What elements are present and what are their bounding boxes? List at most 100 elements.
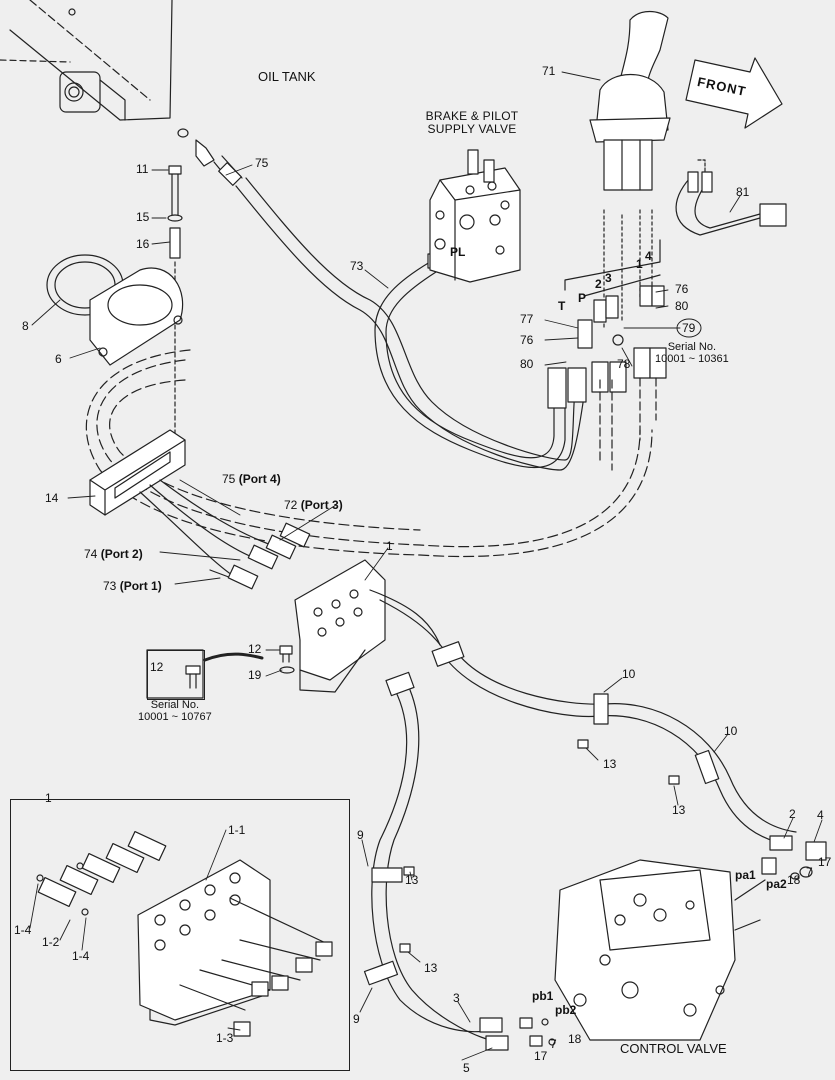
callout-73: 73 — [350, 259, 364, 273]
front-arrow — [685, 57, 783, 129]
callout-8: 8 — [22, 319, 29, 333]
control-valve-title: CONTROL VALVE — [620, 1041, 727, 1056]
hose-75-upper — [195, 139, 586, 471]
callout-18-bottom: 18 — [568, 1032, 582, 1046]
seal-and-plate — [46, 254, 184, 366]
callout-12-inset: 12 — [150, 660, 164, 674]
callout-1: 1 — [386, 539, 393, 553]
callout-inset-1: 1 — [45, 791, 52, 805]
serial-b-line2: 10001 ~ 10767 — [138, 711, 212, 723]
hose-73-upper — [374, 253, 566, 469]
hose-72-num: 72 — [284, 498, 298, 512]
serial-b-line1: Serial No. — [150, 699, 199, 711]
control-valve-drawing — [554, 857, 777, 1041]
harness-81 — [675, 159, 787, 236]
bolt-12-19 — [279, 645, 295, 674]
callout-13-d: 13 — [424, 961, 438, 975]
serial-a-line1: Serial No. — [667, 341, 716, 353]
callout-9-b: 9 — [353, 1012, 360, 1026]
callout-6: 6 — [55, 352, 62, 366]
hose-73-num: 73 — [103, 579, 117, 593]
hose-left-run — [363, 671, 509, 1051]
port-pa1-label: pa1 — [735, 868, 756, 882]
hose-right-run — [431, 641, 827, 861]
serial-a-line2: 10001 ~ 10361 — [655, 353, 729, 365]
callout-15: 15 — [136, 210, 150, 224]
brake-valve-title-line2: SUPPLY VALVE — [427, 122, 517, 136]
hose-73-label: 73 (Port 1) — [103, 580, 162, 593]
callout-7-right: 7 — [806, 865, 813, 879]
port-2-label: 2 — [595, 277, 602, 291]
callout-81: 81 — [736, 185, 750, 199]
hose-73-port: (Port 1) — [119, 579, 162, 593]
callout-5: 5 — [463, 1061, 470, 1075]
inset-bracket-drawing — [36, 830, 333, 1037]
joystick-fittings — [547, 209, 667, 471]
brake-pilot-valve-drawing — [429, 149, 521, 283]
callout-11: 11 — [136, 162, 149, 176]
oil-tank-drawing — [0, 0, 189, 138]
callout-10-b: 10 — [724, 724, 738, 738]
callout-10-a: 10 — [622, 667, 636, 681]
port-1-label: 1 — [636, 257, 643, 271]
callout-16: 16 — [136, 237, 150, 251]
callout-76-right: 76 — [675, 282, 689, 296]
hose-74-label: 74 (Port 2) — [84, 548, 143, 561]
control-valve-fittings — [519, 866, 813, 1047]
callout-4: 4 — [817, 808, 824, 822]
port-pb2-label: pb2 — [555, 1003, 577, 1017]
port-pb1-label: pb1 — [532, 989, 554, 1003]
callout-17-right: 17 — [818, 855, 832, 869]
callout-80-right: 80 — [675, 299, 689, 313]
callout-13-a: 13 — [603, 757, 617, 771]
brake-valve-title-line1: BRAKE & PILOT — [425, 109, 519, 123]
callout-7-bottom: 7 — [550, 1037, 557, 1051]
hose-75-num: 75 — [222, 472, 236, 486]
callout-76-left: 76 — [520, 333, 534, 347]
callout-13-b: 13 — [672, 803, 686, 817]
serial-inset-frame — [147, 650, 205, 700]
callout-12: 12 — [248, 642, 262, 656]
callout-inset-1-3: 1-3 — [216, 1031, 234, 1045]
joystick-drawing — [589, 10, 671, 191]
callout-14: 14 — [45, 491, 59, 505]
brake-pilot-valve-title: BRAKE & PILOT SUPPLY VALVE — [412, 110, 532, 136]
port-pl-label: PL — [450, 245, 466, 259]
port-4-label: 4 — [645, 249, 652, 263]
callout-75: 75 — [255, 156, 269, 170]
port-p-label: P — [578, 291, 587, 305]
callout-inset-1-1: 1-1 — [228, 823, 246, 837]
serial-note-b: Serial No. 10001 ~ 10767 — [138, 699, 212, 723]
bracket-1-drawing — [294, 559, 451, 693]
callout-inset-1-4-a: 1-4 — [14, 923, 32, 937]
callout-2: 2 — [789, 807, 796, 821]
callout-80-left: 80 — [520, 357, 534, 371]
callout-19: 19 — [248, 668, 262, 682]
port-3-label: 3 — [605, 271, 612, 285]
callout-78: 78 — [617, 357, 631, 371]
callout-77: 77 — [520, 312, 534, 326]
port-pa2-label: pa2 — [766, 877, 787, 891]
callout-inset-1-4-b: 1-4 — [72, 949, 90, 963]
detail-1-inset-frame — [10, 799, 350, 1071]
hose-74-port: (Port 2) — [100, 547, 143, 561]
callout-inset-1-2: 1-2 — [42, 935, 60, 949]
hose-72-port: (Port 3) — [300, 498, 343, 512]
callout-9-a: 9 — [357, 828, 364, 842]
grommet-block — [89, 429, 186, 516]
callout-3: 3 — [453, 991, 460, 1005]
serial-note-a: Serial No. 10001 ~ 10361 — [655, 341, 729, 365]
hose-bundle-lower — [139, 479, 311, 590]
callout-18-right: 18 — [787, 873, 801, 887]
oil-tank-title: OIL TANK — [258, 69, 316, 84]
callout-13-c: 13 — [405, 873, 419, 887]
hose-74-num: 74 — [84, 547, 98, 561]
callout-79-circle — [676, 318, 702, 338]
leader-lines — [29, 71, 823, 1061]
hose-72-label: 72 (Port 3) — [284, 499, 343, 512]
port-t-label: T — [558, 299, 566, 313]
callout-71: 71 — [542, 64, 556, 78]
hose-75-label: 75 (Port 4) — [222, 473, 281, 486]
